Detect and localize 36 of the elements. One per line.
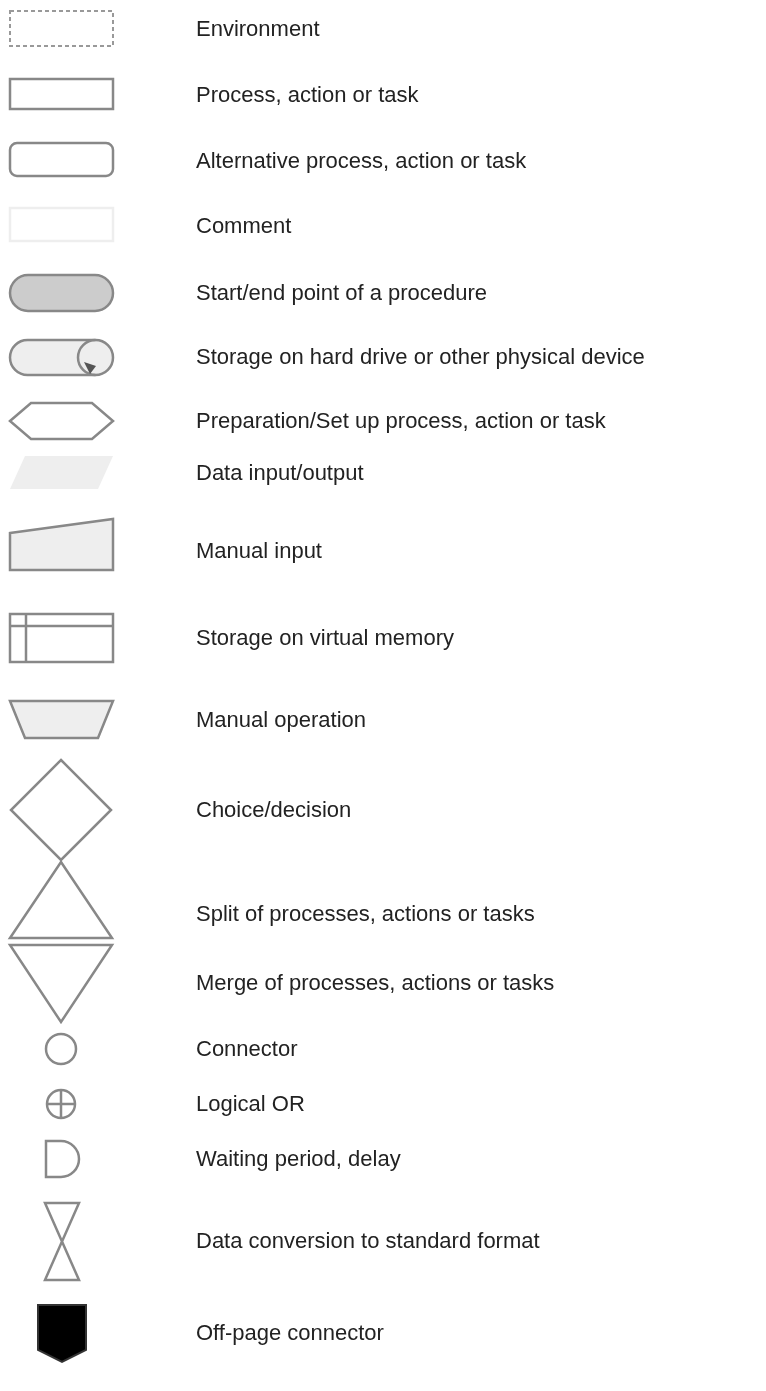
manual-operation-symbol xyxy=(10,701,113,738)
symbol-description: Logical OR xyxy=(196,1091,305,1117)
symbol-description: Comment xyxy=(196,213,292,239)
process-symbol xyxy=(10,79,113,109)
symbol-description: Split of processes, actions or tasks xyxy=(196,901,535,927)
environment-symbol xyxy=(10,11,113,46)
connector-circle xyxy=(46,1034,76,1064)
decision-diamond xyxy=(11,760,111,860)
split-triangle xyxy=(10,862,112,938)
symbol-description: Choice/decision xyxy=(196,797,352,823)
alternative-process-symbol xyxy=(10,143,113,176)
symbol-description: Manual operation xyxy=(196,707,366,733)
symbol-description: Start/end point of a procedure xyxy=(196,280,488,306)
symbol-description: Data input/output xyxy=(196,460,364,486)
symbol-description: Alternative process, action or task xyxy=(196,148,527,174)
manual-input-symbol xyxy=(10,519,113,570)
stored-data-symbol xyxy=(10,340,113,375)
internal-storage-symbol xyxy=(10,614,113,662)
merge-triangle xyxy=(10,945,112,1022)
symbol-description: Environment xyxy=(196,16,320,42)
terminator-symbol xyxy=(10,275,113,311)
collate-symbol xyxy=(45,1203,79,1280)
symbol-description: Off-page connector xyxy=(196,1320,384,1346)
symbol-description: Data conversion to standard format xyxy=(196,1228,540,1254)
symbol-description: Waiting period, delay xyxy=(196,1146,401,1172)
delay-symbol xyxy=(46,1141,79,1177)
symbol-description: Merge of processes, actions or tasks xyxy=(196,970,555,996)
symbol-description: Preparation/Set up process, action or task xyxy=(196,408,606,434)
symbol-description: Storage on virtual memory xyxy=(196,625,454,651)
or-symbol xyxy=(47,1090,75,1118)
off-page-connector-symbol xyxy=(38,1305,86,1362)
symbol-description: Storage on hard drive or other physical device xyxy=(196,344,645,370)
preparation-symbol xyxy=(10,403,113,439)
symbol-description: Process, action or task xyxy=(196,82,419,108)
symbol-description: Manual input xyxy=(196,538,322,564)
symbol-description: Connector xyxy=(196,1036,298,1062)
